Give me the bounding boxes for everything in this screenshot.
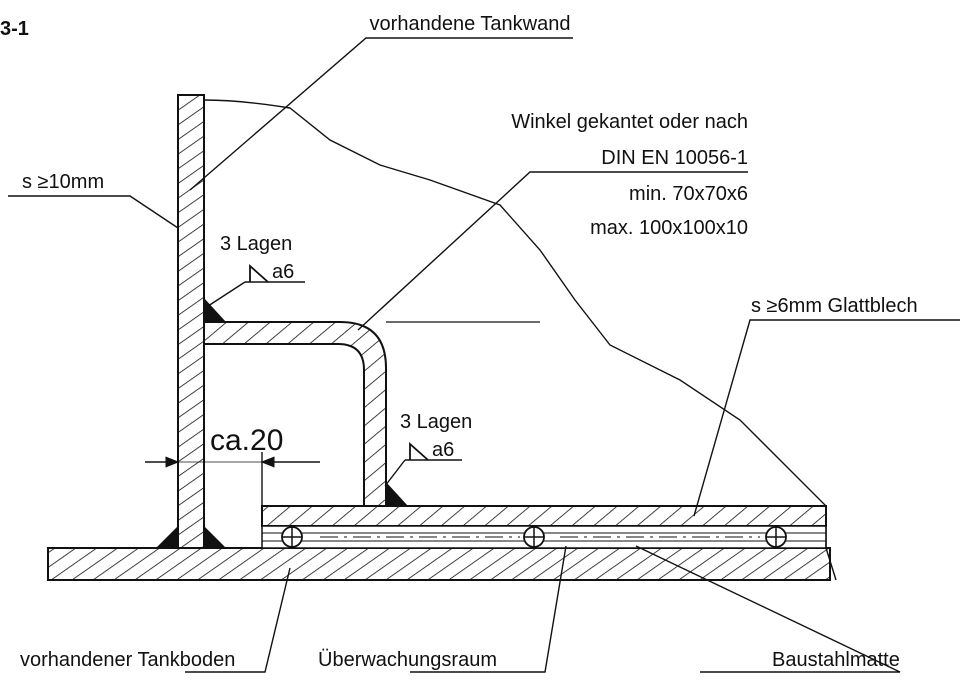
label-monitoring-space: Überwachungsraum: [318, 649, 497, 671]
weld-wall-floor-left: [156, 526, 178, 548]
label-mesh: Baustahlmatte: [772, 649, 900, 671]
weld-angle-sheet: [386, 482, 408, 506]
leader-lines: [8, 37, 960, 673]
label-weld-top-layers: 3 Lagen: [220, 233, 292, 255]
break-line: [203, 99, 837, 581]
tank-floor-plate: [47, 547, 831, 581]
label-angle-2: DIN EN 10056-1: [601, 147, 748, 169]
gap-dimension-lines: [145, 452, 320, 506]
label-weld-bottom-size: a6: [432, 439, 454, 461]
label-sheet-thickness: s ≥6mm Glattblech: [751, 295, 918, 317]
label-tank-wall: vorhandene Tankwand: [370, 13, 571, 35]
label-wall-thickness: s ≥10mm: [22, 171, 104, 193]
label-weld-bottom-layers: 3 Lagen: [400, 411, 472, 433]
mesh-bar-1: [281, 526, 303, 548]
label-angle-4: max. 100x100x10: [590, 217, 748, 239]
tank-wall-plate: [177, 94, 205, 549]
mesh-bar-2: [523, 526, 545, 548]
mesh-bar-3: [765, 526, 787, 548]
weld-symbol-bottom: [409, 441, 429, 461]
smooth-sheet: [261, 505, 827, 527]
label-weld-top-size: a6: [272, 261, 294, 283]
weld-wall-angle: [204, 298, 226, 322]
figure-id: 3-1: [0, 18, 29, 40]
angle-profile: [203, 321, 387, 507]
label-angle-1: Winkel gekantet oder nach: [511, 111, 748, 133]
weld-wall-floor-right: [204, 526, 226, 548]
label-angle-3: min. 70x70x6: [629, 183, 748, 205]
label-tank-floor: vorhandener Tankboden: [20, 649, 235, 671]
weld-symbol-top: [249, 263, 269, 283]
label-gap-dimension: ca.20: [210, 424, 283, 457]
